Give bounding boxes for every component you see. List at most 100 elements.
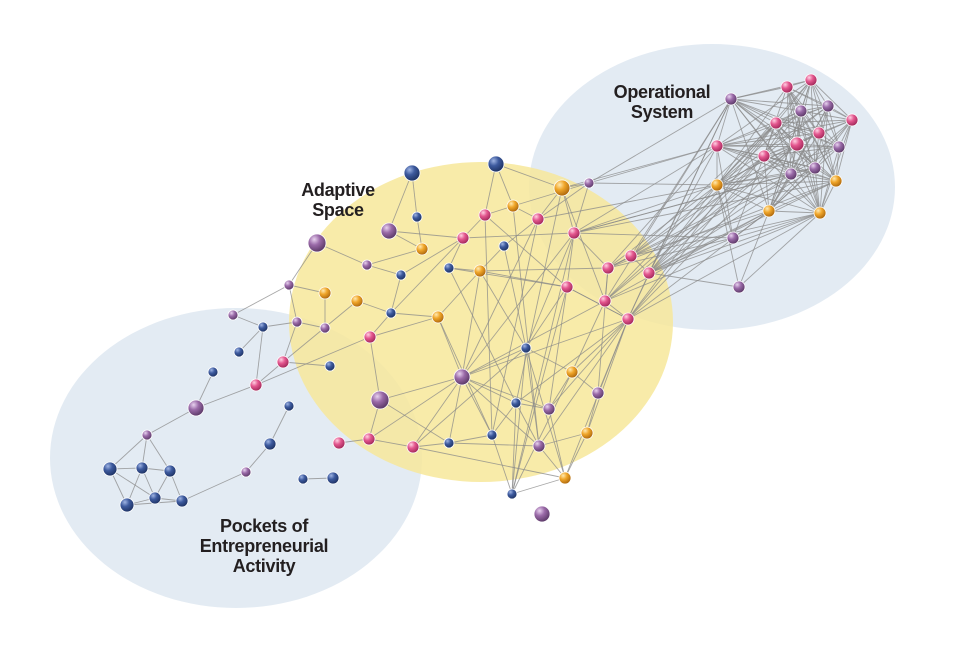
pink-node [804,73,818,87]
edge [763,155,837,182]
orange-node [829,174,843,188]
edge [379,399,450,444]
blue-node [486,429,498,441]
edge [588,182,718,186]
purple-node [726,231,740,245]
edge [786,86,853,121]
purple-node [307,233,327,253]
edge [262,321,298,328]
edge [586,318,629,434]
orange-node [350,294,364,308]
edge [630,143,798,257]
edge [768,210,821,214]
edge [627,212,821,320]
edge [255,326,264,386]
edge [515,402,540,447]
edge [607,145,718,269]
blue-node [257,321,269,333]
pink-node [757,149,771,163]
edge [369,316,439,338]
edge [588,98,732,184]
edge [607,173,792,269]
edge [368,438,414,448]
adaptive-space-label: Adaptive Space [284,180,392,220]
pink-node [276,355,290,369]
edge [512,182,590,207]
edge [716,79,812,147]
pink-node [710,139,724,153]
blue-node [385,307,397,319]
pink-node [845,113,859,127]
edge [511,402,517,495]
pockets-label-line3: Activity [232,556,296,576]
edge [548,286,568,410]
edge [503,245,527,349]
edge [775,122,837,182]
purple-node [370,390,390,410]
edge [232,284,290,316]
blue-node [102,461,118,477]
purple-node [532,439,546,453]
edge [648,237,734,274]
blue-node [135,461,149,475]
orange-node [553,179,571,197]
edge [379,376,463,401]
edge [604,98,732,302]
purple-node [542,402,556,416]
edge [525,347,573,373]
edge [484,214,493,436]
edge [448,442,540,447]
edge [511,371,573,495]
edge [511,477,566,495]
edge [571,318,629,373]
purple-node [732,280,746,294]
edge [195,384,257,409]
edge [732,212,821,239]
edge [238,326,264,353]
edge [390,274,402,314]
edge [730,98,777,124]
edge [810,79,853,121]
edge [597,267,609,394]
purple-node [187,399,205,417]
edge [716,145,840,148]
purple-node [808,161,822,175]
edge [412,376,463,448]
pockets-label: Pockets of Entrepreneurial Activity [180,516,348,576]
edge [461,376,517,404]
pink-node [363,330,377,344]
edge [730,98,770,212]
operational-system-label: Operational System [596,82,728,122]
blue-node [326,471,340,485]
orange-node [710,178,724,192]
edge [484,163,497,216]
blue-node [510,397,522,409]
edge [366,248,423,266]
edge [412,347,527,448]
edge [607,167,816,269]
edge [627,122,777,320]
purple-node [821,99,835,113]
edge [461,232,575,378]
purple-node [583,177,595,189]
edge [768,143,798,212]
pink-node [769,116,783,130]
edge [548,371,573,410]
edge [461,347,527,378]
pink-node [789,136,805,152]
orange-node [565,365,579,379]
pink-node [531,212,545,226]
edge [627,98,732,320]
purple-node [240,466,252,478]
purple-node [832,140,846,154]
edge [412,446,566,479]
pink-node [332,436,346,450]
edge [503,218,539,247]
edge [491,402,517,436]
edge [775,122,840,148]
purple-node [141,429,153,441]
edge [537,182,590,220]
edge [768,105,829,212]
blue-node [487,155,505,173]
edge [604,143,798,302]
